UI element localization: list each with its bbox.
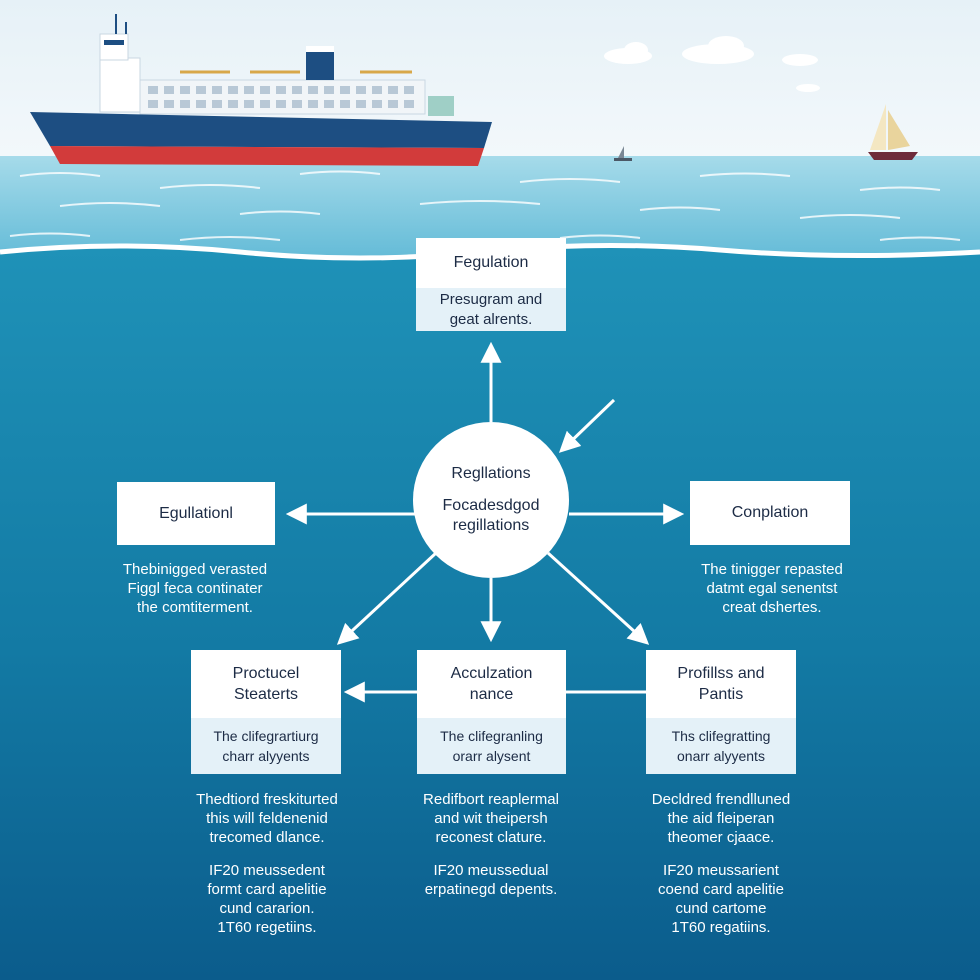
- left-regulation-box: Egullationl: [117, 482, 275, 545]
- bottom-note-profiles: Decldred frendlluned the aid fleiperan t…: [651, 791, 791, 936]
- flow-arrows: [285, 341, 685, 703]
- center-title: Regllations: [451, 465, 531, 482]
- bottom-box-profiles: Profillss and Pantis Ths clifegratting o…: [646, 650, 796, 774]
- left-box-title: Egullationl: [159, 504, 233, 522]
- bottom-box-acculzation: Acculzation nance The clifegranling orar…: [417, 650, 566, 774]
- left-note: Thebinigged verasted Figgl feca continat…: [122, 561, 268, 616]
- top-box-body: Presugram and geat alrents.: [439, 290, 543, 328]
- center-regulations-circle: Regllations Focadesdgod regillations: [413, 422, 569, 578]
- center-body: Focadesdgod regillations: [442, 497, 540, 534]
- right-note: The tinigger repasted datmt egal senents…: [701, 561, 843, 616]
- right-box-title: Conplation: [731, 504, 809, 521]
- top-box-title: Fegulation: [416, 238, 566, 288]
- top-regulation-box: Fegulation Presugram and geat alrents.: [416, 238, 566, 331]
- small-boat-icon: [614, 146, 632, 161]
- bottom-note-acculzation: Redifbort reaplermal and wit theipersh r…: [423, 791, 559, 898]
- arrow-to-bottom-right: [546, 551, 650, 645]
- bottom-note-procedural: Thedtiord freskiturted this will feldene…: [196, 791, 338, 936]
- arrow-incoming: [558, 398, 616, 453]
- right-compilation-box: Conplation: [690, 481, 850, 545]
- sailboat-icon: [868, 104, 918, 160]
- arrow-to-bottom-left: [336, 551, 438, 645]
- surface-ripples: [9, 170, 961, 241]
- bottom-box-procedural: Proctucel Steaterts The clifegrartiurg c…: [191, 650, 341, 774]
- cloud-icon: [604, 36, 820, 92]
- cargo-ship-icon: [30, 14, 492, 166]
